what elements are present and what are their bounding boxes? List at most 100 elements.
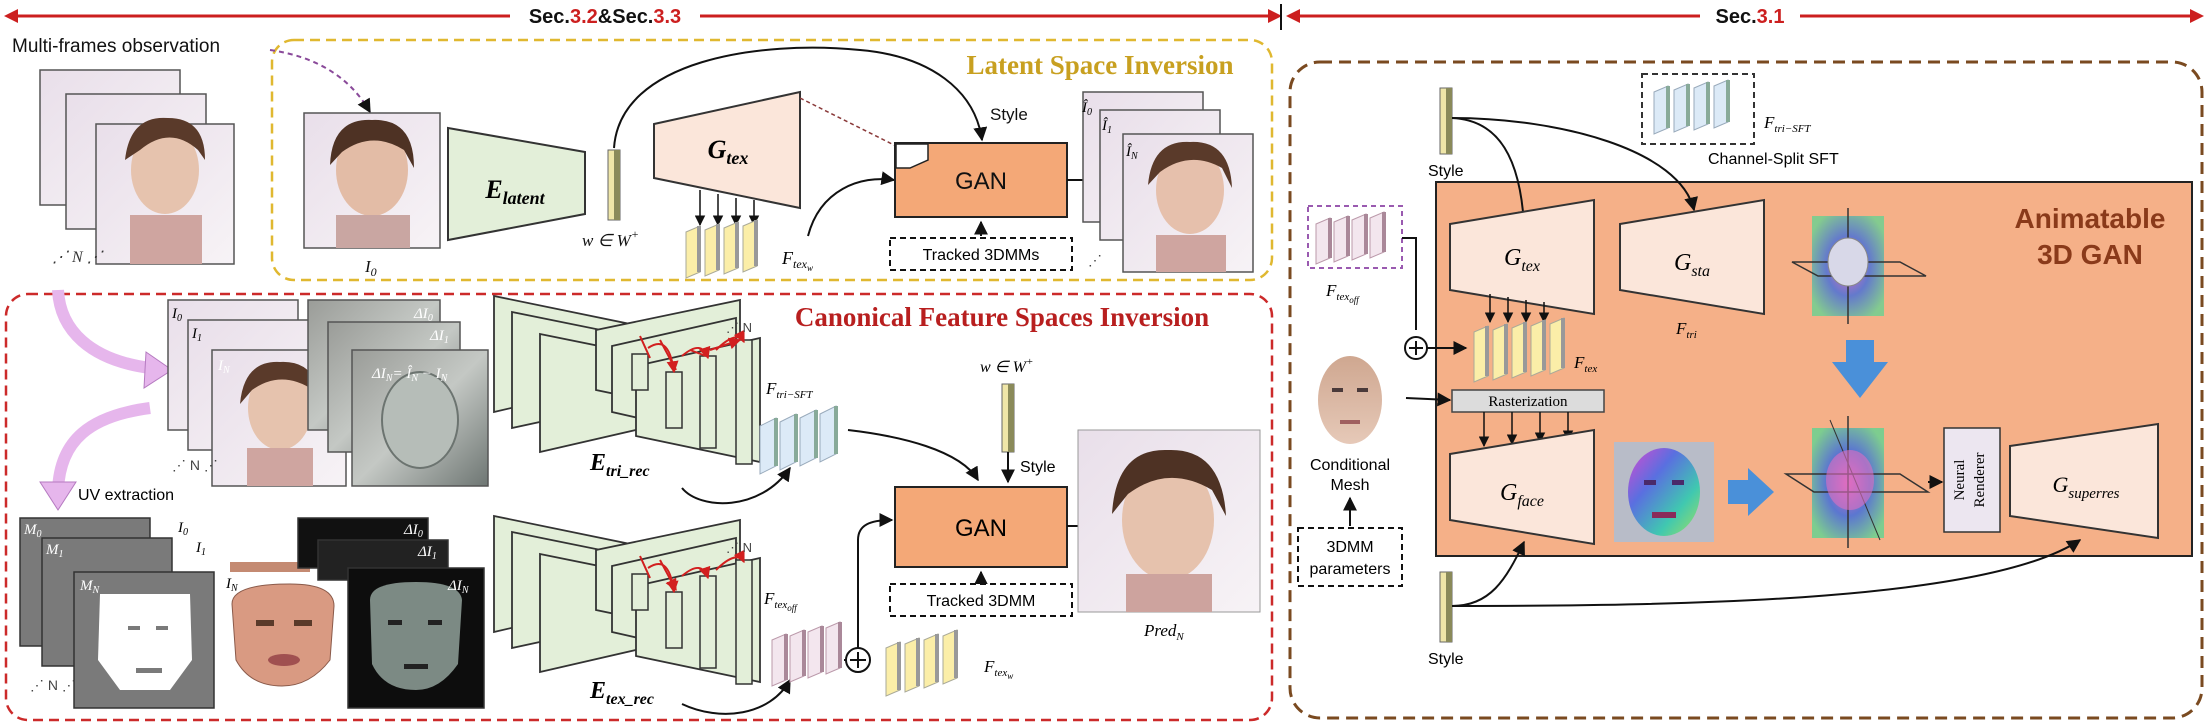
rasterization-label: Rasterization <box>1488 394 1568 410</box>
gan3d-style-bottom-shade <box>1446 572 1452 642</box>
gan3d-gsta <box>1619 198 1765 316</box>
latent-style-label: Style <box>990 105 1028 124</box>
cond-mesh-label-2: Mesh <box>1330 477 1369 494</box>
gan3d-section-box <box>1288 60 2204 720</box>
params-label-2: parameters <box>1310 561 1391 578</box>
plus-to-gan-arrow <box>857 513 894 648</box>
mask-n-label: MN <box>79 578 101 596</box>
latent-encoder-label: Elatent <box>484 175 545 208</box>
latent-gan-notch <box>895 143 929 169</box>
latent-gan-label: GAN <box>955 168 1007 195</box>
blue-down-arrow <box>1832 340 1888 398</box>
mesh-to-raster-arrow <box>1405 392 1452 407</box>
can-ftri-sft-stack <box>759 405 838 475</box>
latent-ftexw-stack <box>685 219 758 279</box>
can-gan <box>894 486 1068 568</box>
mask-dots: ⋰ N ⋰ <box>30 677 76 693</box>
pred-label: PredN <box>1143 621 1184 643</box>
out-dots: ⋰ <box>1088 252 1102 268</box>
rasterization-box <box>1451 389 1605 413</box>
n-dots: ⋰ N ⋰ <box>52 249 105 266</box>
out-label-1: Î1 <box>1101 117 1112 136</box>
canonical-section-title: Canonical Feature Spaces Inversion <box>795 302 1209 332</box>
renderer-label-2: Renderer <box>1972 453 1988 508</box>
etri-label: Etri_rec <box>589 450 650 480</box>
purple-arrow-1 <box>52 289 151 374</box>
uv-texture-stack <box>231 583 335 687</box>
can-ftexoff-stack <box>771 621 842 687</box>
gan3d-gsuper-label: Gsuperres <box>2053 472 2120 502</box>
header-left-arrow <box>4 9 1282 23</box>
can-ftexw-stack <box>885 629 958 697</box>
gan3d-gsuper <box>2009 422 2159 540</box>
frame-stack <box>39 69 235 265</box>
can-w-label: w ∈ W+ <box>980 356 1033 376</box>
can-style-label: Style <box>1020 459 1056 476</box>
w-label: w ∈ W+ <box>582 227 639 250</box>
out-label-n: ÎN <box>1125 143 1139 162</box>
params-label-1: 3DMM <box>1326 539 1373 556</box>
cond-mesh-label-1: Conditional <box>1310 457 1390 474</box>
gan3d-style-top-shade <box>1446 88 1452 154</box>
gan3d-gtex <box>1449 198 1595 316</box>
output-stack <box>1082 91 1254 273</box>
channel-split-label: Channel-Split SFT <box>1708 151 1839 168</box>
delta-n-label: ΔIN= ÎN − IN <box>371 365 449 384</box>
can-tracked-label: Tracked 3DMM <box>927 593 1036 610</box>
latent-gtex-label: Gtex <box>708 135 749 168</box>
triplane-top <box>1791 208 1927 324</box>
can-ftexw-label: Ftexw <box>983 657 1013 681</box>
uv-texture-edge <box>230 562 310 572</box>
w-vector-shade <box>614 150 620 220</box>
observation-label: Multi-frames observation <box>12 36 220 57</box>
purple-arrow-2 <box>52 402 151 491</box>
etri-dots: ⋰ N <box>726 320 752 335</box>
observation-link <box>269 49 371 114</box>
gan3d-title-1: Animatable <box>2015 203 2166 234</box>
delta-uv-0-label: ΔI0 <box>403 522 423 540</box>
uv-extraction-label: UV extraction <box>78 487 174 504</box>
latent-tracked-box <box>889 237 1073 271</box>
latent-encoder <box>447 126 586 242</box>
params-box <box>1297 527 1403 587</box>
input-image-i0 <box>303 112 441 249</box>
mask-1-label: M1 <box>45 542 64 560</box>
gan3d-gtex-down-arrows <box>1484 294 1550 324</box>
delta-1-label: ΔI1 <box>429 328 449 346</box>
blue-right-arrow <box>1728 468 1774 516</box>
etex-to-ftexoff-arrow <box>681 678 791 715</box>
gan3d-ftex-stack <box>1473 317 1565 383</box>
can-plus-sign <box>850 652 866 668</box>
header-right-label: Sec.3.1 <box>1716 6 1785 28</box>
renderer-label-1: Neural <box>1952 460 1968 501</box>
header-right-arrow <box>1286 9 2204 23</box>
can-i1-label: I1 <box>191 326 202 344</box>
delta-stack <box>307 299 489 487</box>
pred-image <box>1077 429 1261 613</box>
etex-encoder <box>493 514 761 685</box>
style-arc <box>613 46 988 149</box>
can-i0-label: I0 <box>171 306 182 324</box>
face-shape <box>131 126 199 214</box>
gtex-down-arrows <box>694 190 760 227</box>
latent-ftexw-label: Ftexw <box>781 248 813 273</box>
can-tracked-box <box>889 583 1073 617</box>
gan3d-ftex-label: Ftex <box>1573 353 1597 375</box>
delta-uv-stack <box>297 517 485 709</box>
uv-in-label: IN <box>225 576 239 594</box>
gan3d-style-bottom-label: Style <box>1428 651 1464 668</box>
can-ftexoff-label: Ftexoff <box>763 589 798 613</box>
delta-uv-n-label: ΔIN <box>447 578 470 596</box>
style-to-gsuper-arrow <box>1451 539 2082 607</box>
etex-dots: ⋰ N <box>726 540 752 555</box>
gan3d-ftri-label: Ftri <box>1675 319 1697 341</box>
conditional-mesh-image <box>1318 356 1382 444</box>
gan3d-ftri-sft-label: Ftri−SFT <box>1763 113 1811 135</box>
latent-tracked-label: Tracked 3DMMs <box>923 247 1040 264</box>
mask-0-label: M0 <box>23 522 42 540</box>
uv-i1-label: I1 <box>195 540 206 558</box>
etri-to-ftri-arrow <box>681 466 791 505</box>
gan3d-gtex-label: Gtex <box>1504 245 1540 275</box>
style-to-gsta-arrow <box>1451 117 1698 212</box>
etri-encoder <box>493 294 761 465</box>
